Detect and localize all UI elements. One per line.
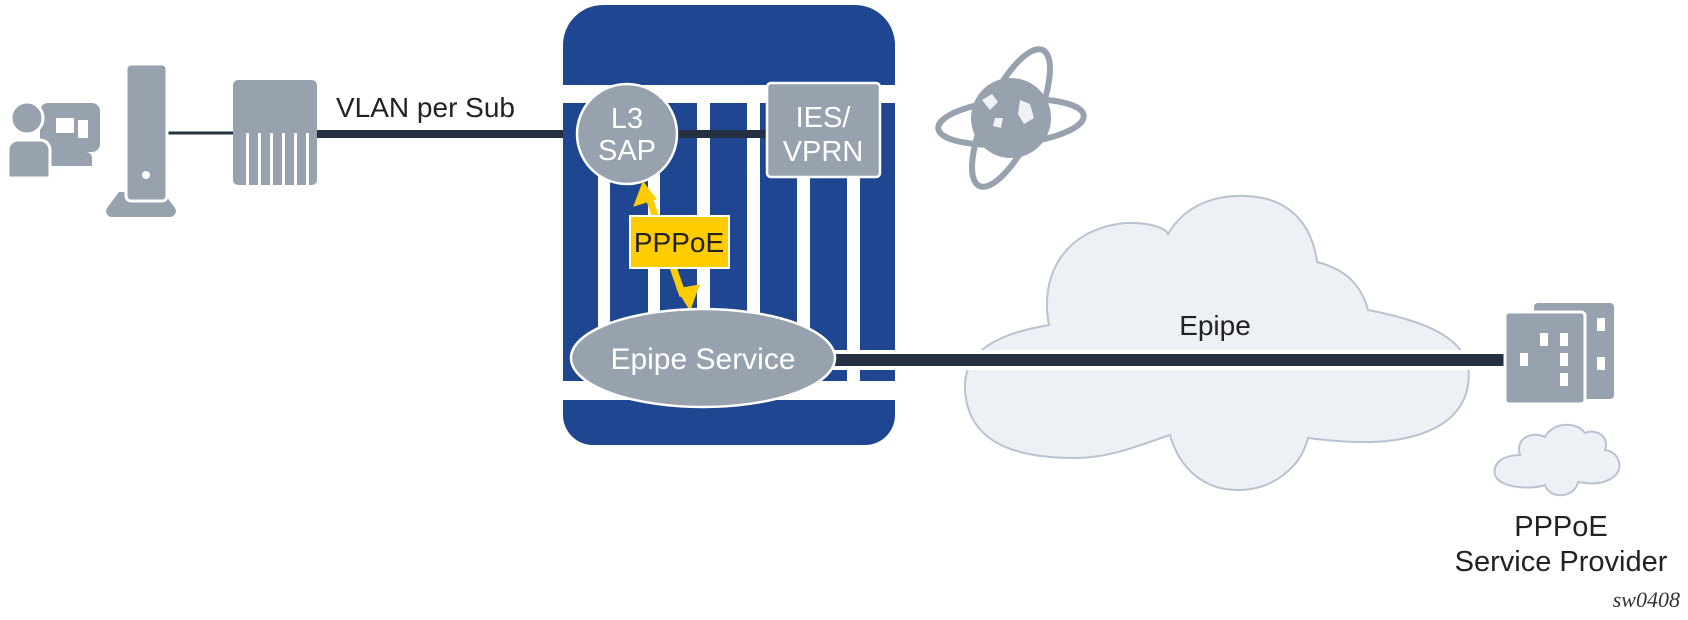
provider-label-line2: Service Provider xyxy=(1455,546,1668,578)
globe-internet-icon xyxy=(935,46,1087,190)
provider-cloud-icon xyxy=(1493,423,1621,497)
ies-vprn-node: IES/ VPRN xyxy=(765,81,882,179)
vlan-link-label: VLAN per Sub xyxy=(336,92,515,123)
cloud-icon xyxy=(963,194,1470,492)
cpe-modem-icon xyxy=(106,62,176,217)
pppoe-tag: PPPoE xyxy=(629,215,730,269)
ies-vprn-label-line2: VPRN xyxy=(783,136,864,168)
l3-sap-node: L3 SAP xyxy=(575,82,679,186)
epipe-service-label: Epipe Service xyxy=(610,343,795,376)
epipe-link-label: Epipe xyxy=(1179,310,1251,341)
subscriber-computer-icon xyxy=(6,100,100,180)
l3-sap-label-line2: SAP xyxy=(598,135,656,167)
l3-sap-label-line1: L3 xyxy=(611,103,643,135)
dslam-icon xyxy=(233,80,317,185)
building-icon xyxy=(1503,303,1614,406)
ies-vprn-label-line1: IES/ xyxy=(796,102,852,134)
figure-id: sw0408 xyxy=(1613,587,1680,612)
epipe-service-node: Epipe Service xyxy=(569,307,837,409)
pppoe-tag-label: PPPoE xyxy=(634,227,724,258)
provider-label-line1: PPPoE xyxy=(1514,511,1608,543)
